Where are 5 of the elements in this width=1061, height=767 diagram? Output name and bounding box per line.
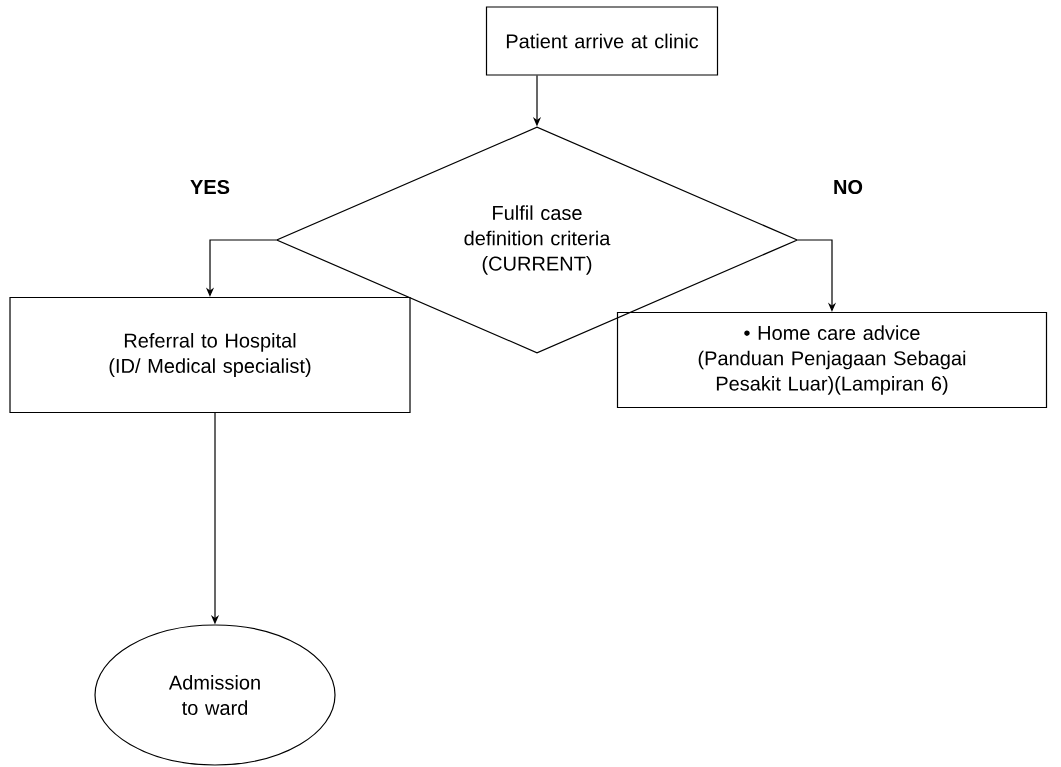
process-box: Referral to Hospital (ID/ Medical specialist) bbox=[9, 296, 411, 414]
edge-label: YES bbox=[188, 178, 232, 196]
edge-label: NO bbox=[831, 178, 865, 196]
process-box: • Home care advice (Panduan Penjagaan Sebagai Pesakit Luar)(Lampiran 6) bbox=[616, 311, 1048, 409]
process-box: Patient arrive at clinic bbox=[485, 6, 719, 76]
